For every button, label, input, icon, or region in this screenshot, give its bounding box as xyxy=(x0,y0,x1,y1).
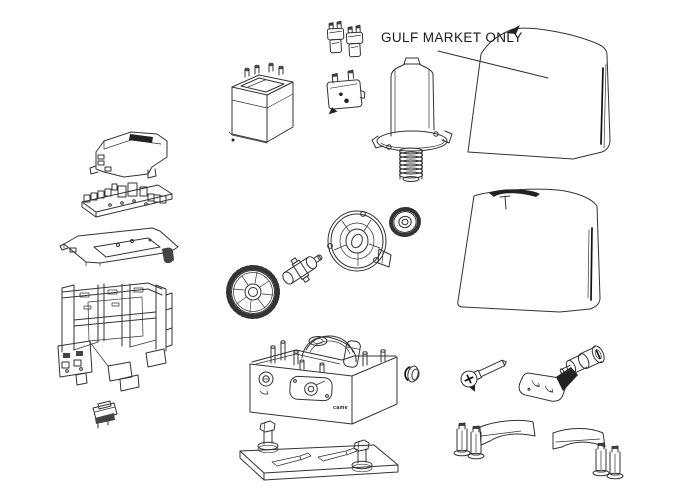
chassis-frame-icon xyxy=(57,282,173,392)
brand-logo: came xyxy=(333,405,348,411)
control-board-cover-icon xyxy=(89,131,168,179)
bracket-foot-icon xyxy=(453,422,471,457)
board-base-plate-icon xyxy=(59,227,179,267)
foundation-plate-icon xyxy=(239,420,399,481)
lock-cylinder-icon xyxy=(559,345,605,375)
drive-gear-icon xyxy=(226,265,280,319)
pinion-gear-icon xyxy=(389,206,421,238)
gearmotor-housing-icon: came xyxy=(249,335,398,425)
top-cover-icon xyxy=(467,25,611,160)
control-board-icon xyxy=(81,182,173,218)
side-cover-icon xyxy=(457,188,601,313)
annotation-leader-line xyxy=(437,50,549,79)
small-plug-connectors-icon xyxy=(326,20,364,58)
coupling-icon xyxy=(282,254,323,285)
release-wedge-icon xyxy=(556,367,578,391)
bracket-left-icon xyxy=(453,419,536,460)
anchor-bolt-icon xyxy=(257,420,279,454)
fixing-screw-icon xyxy=(460,359,507,392)
release-cover-icon xyxy=(518,367,578,402)
grommet-icon xyxy=(404,365,420,383)
bracket-right-icon xyxy=(552,428,624,480)
motor-with-worm-icon xyxy=(371,57,453,182)
micro-switch-icon xyxy=(326,69,366,115)
transformer-icon xyxy=(228,62,294,144)
gulf-market-label: GULF MARKET ONLY xyxy=(381,30,523,45)
limit-switch-icon xyxy=(92,400,118,429)
clutch-flange-wheel-icon xyxy=(327,210,392,272)
